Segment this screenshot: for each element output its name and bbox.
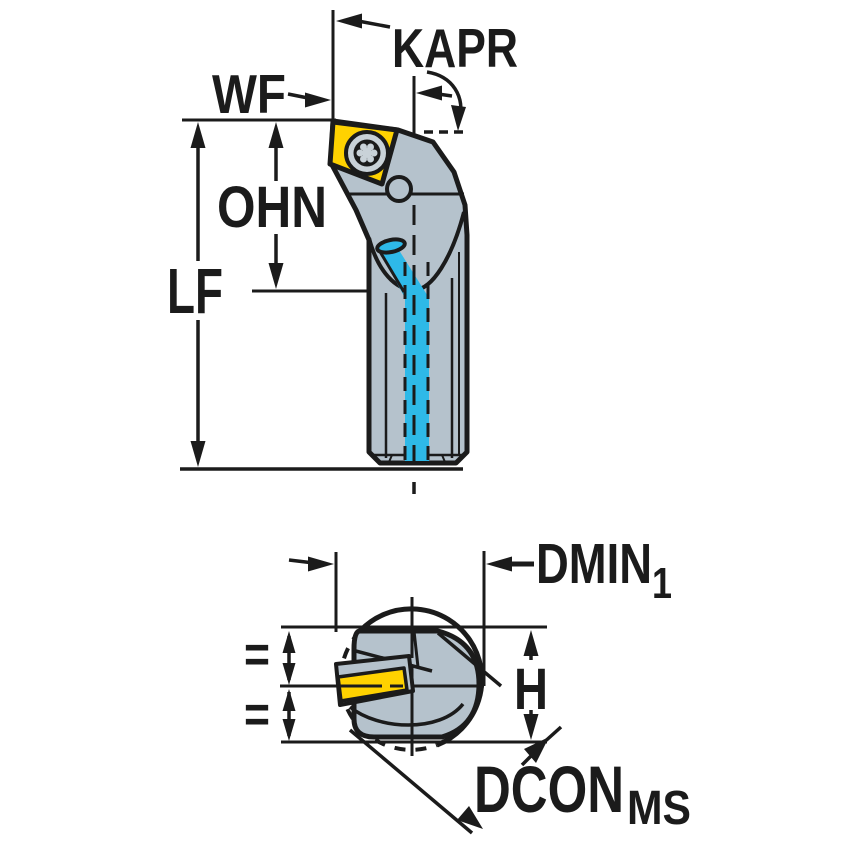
dcon-dimension: DCON MS [348,631,691,835]
kapr-arrow-mid-tail [437,92,453,98]
ohn-arrow-down-icon [268,263,284,289]
kapr-dimension: KAPR [336,13,518,131]
dcon-subscript: MS [627,782,691,835]
wf-arrow-tail [287,92,309,100]
kapr-arc-arrow-icon [451,105,466,131]
ohn-arrow-up-icon [268,122,284,148]
coolant-inlet-hole [375,237,407,255]
profile-vertical-line [412,630,420,668]
torx-screw-icon [344,130,390,176]
clamp-hole [385,175,413,203]
eq-arrow-upper-up-icon [282,631,296,653]
ohn-label: OHN [217,175,327,240]
lf-arrow-up-icon [190,122,206,148]
coolant-channel [375,205,430,494]
dcon-arrow-upper-icon [524,737,549,763]
shank-bottom-facet-1 [388,454,393,463]
dmin-dimension: DMIN 1 [288,532,672,686]
eq-arrow-lower-down-icon [282,719,296,741]
wf-arrow-icon [305,92,331,108]
profile-curve [348,702,465,727]
coolant-duct-edge [377,249,406,293]
kapr-arrow-left-tail [357,19,391,29]
dcon-arrow-lower-icon [457,806,483,829]
h-dimension: H [514,630,548,740]
shank-circle-dashed [338,629,438,752]
end-view: DMIN 1 H = = [244,532,691,835]
lf-label: LF [167,255,223,327]
equal-lower-label: = [244,686,270,744]
dmin-arrow-right-icon [486,556,512,572]
kapr-arrow-left-icon [336,13,362,29]
dmin-arrow-left-icon [308,556,334,572]
dmin-label: DMIN [536,532,652,596]
wf-dimension: WF [212,63,331,125]
ohn-dimension: OHN [217,122,327,289]
shank-bottom-facet-2 [441,454,446,463]
dcon-tangent-upper [436,631,503,688]
kapr-label: KAPR [392,17,518,79]
eq-arrow-lower-up-icon [282,689,296,711]
equal-upper-label: = [244,626,270,684]
lf-dimension: LF [167,122,223,467]
tool-body [328,118,470,466]
dcon-label: DCON [474,752,624,826]
coolant-duct [380,247,429,461]
wf-label: WF [212,63,286,125]
h-arrow-down-icon [523,714,539,740]
dcon-tangent-lower [348,728,474,835]
dcon-arrow-upper-tail [520,751,536,767]
side-view: KAPR WF OHN LF [167,10,518,494]
dmin-subscript: 1 [652,559,672,608]
lf-arrow-down-icon [190,441,206,467]
equal-marks: = = [244,626,296,744]
eq-arrow-upper-down-icon [282,663,296,685]
h-arrow-up-icon [523,630,539,656]
kapr-arrow-mid-icon [416,85,442,101]
